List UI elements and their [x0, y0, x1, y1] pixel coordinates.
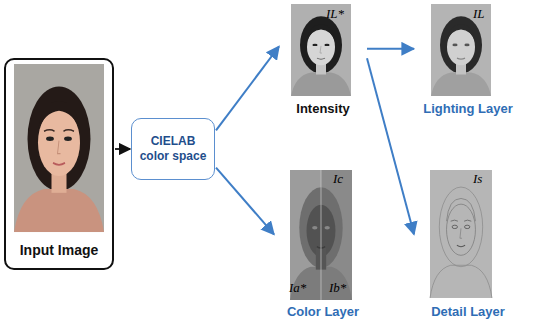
node-label: Lighting Layer [415, 101, 521, 116]
input-photo [14, 64, 104, 232]
symbol-label: Ic [333, 171, 343, 187]
lighting-photo [431, 4, 491, 96]
symbol-label: Ia* [289, 280, 306, 296]
node-label: CIELAB color space [136, 134, 210, 164]
arrow-connector [216, 46, 279, 130]
intensity-photo [291, 4, 351, 96]
color-layer-image: IcIa* Ib* Color Layer [275, 168, 371, 326]
symbol-label: Ib* [329, 280, 346, 296]
arrow-connector [216, 168, 274, 235]
node-label: Intensity [280, 101, 366, 116]
detail-layer-image [430, 170, 492, 298]
color-space-box: CIELAB color space [131, 118, 215, 180]
arrow-connector [367, 48, 414, 50]
node-label: Color Layer [275, 304, 371, 319]
detail-layer-image: IsDetail Layer [415, 168, 521, 326]
arrow-connector [367, 58, 414, 234]
symbol-label: IL* [326, 6, 344, 22]
node-label: Input Image [6, 242, 112, 258]
input-image-box: Input Image [4, 58, 114, 270]
symbol-label: IL [473, 6, 485, 22]
color-layer-image [290, 170, 352, 300]
node-label: Detail Layer [415, 304, 521, 319]
arrow-connector [115, 148, 130, 150]
lighting-layer-image: IL Lighting Layer [415, 4, 521, 122]
symbol-label: Is [473, 171, 482, 187]
intensity-image: IL* Intensity [280, 4, 366, 122]
